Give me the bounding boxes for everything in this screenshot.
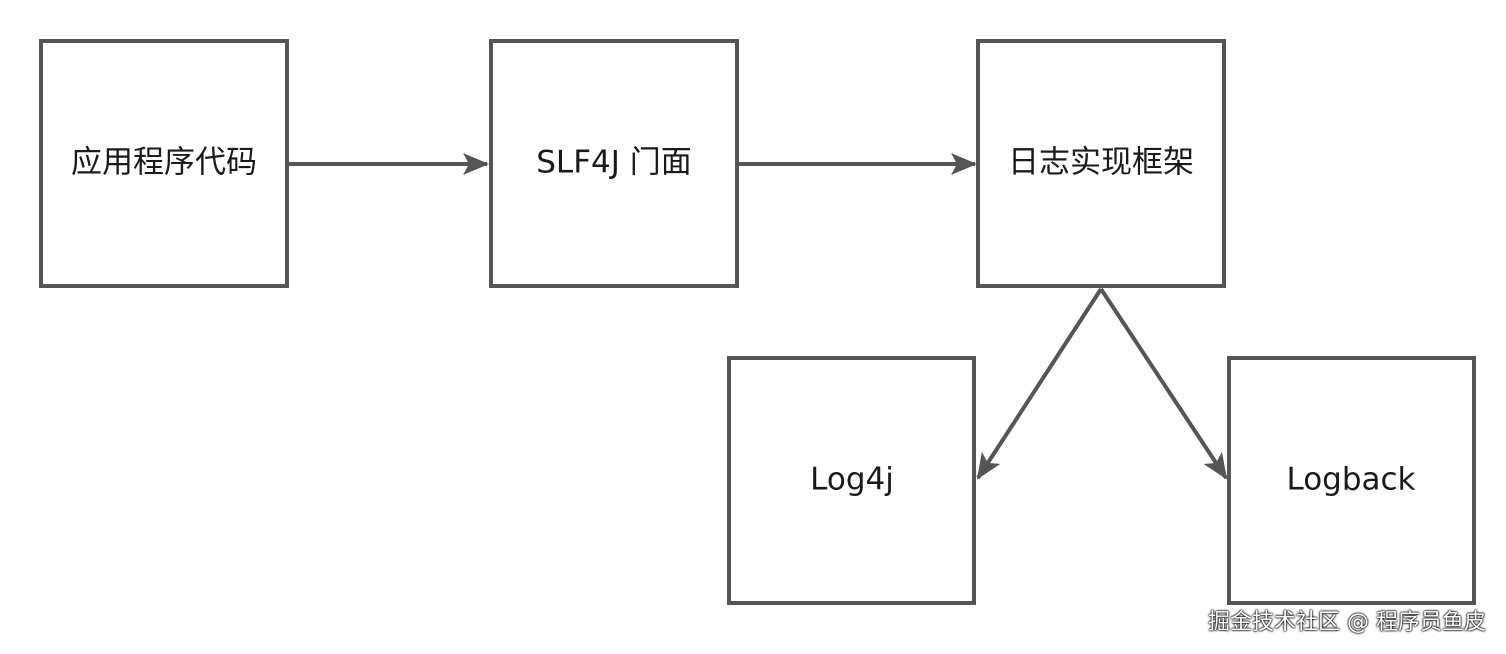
edges: [289, 153, 1228, 480]
node-app-label: 应用程序代码: [71, 145, 257, 181]
node-impl-label: 日志实现框架: [1008, 145, 1194, 181]
watermark: 掘金技术社区 @ 程序员鱼皮: [1208, 610, 1486, 635]
node-log4j: Log4j: [727, 356, 976, 605]
node-logback: Logback: [1227, 356, 1476, 605]
node-slf4j-box: [489, 39, 739, 288]
node-app-box: [39, 39, 289, 288]
node-log4j-label: Log4j: [810, 462, 894, 498]
node-logback-box: [1227, 356, 1476, 605]
node-impl: 日志实现框架: [976, 39, 1226, 288]
node-slf4j: SLF4J 门面: [489, 39, 739, 288]
edge-impl-to-logback: [1099, 287, 1228, 480]
node-impl-box: [976, 39, 1226, 288]
node-app: 应用程序代码: [39, 39, 289, 288]
node-logback-label: Logback: [1286, 462, 1415, 498]
edge-impl-to-log4j: [976, 287, 1103, 480]
node-log4j-box: [727, 356, 976, 605]
node-slf4j-label: SLF4J 门面: [536, 145, 692, 181]
